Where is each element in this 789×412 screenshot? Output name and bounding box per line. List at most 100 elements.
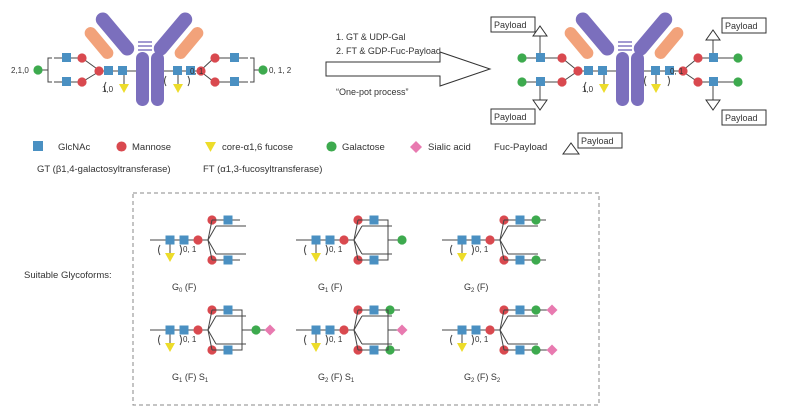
sialic-acid-icon [264, 324, 276, 336]
glcnac-icon [515, 305, 525, 315]
fucose-icon [311, 343, 321, 352]
mannose-icon [193, 325, 203, 335]
right-antibody [564, 12, 684, 106]
glcnac-icon [33, 141, 43, 151]
mannose-icon [485, 325, 495, 335]
mannose-icon [485, 235, 495, 245]
reaction-arrow [325, 51, 492, 87]
legend-sialic: Sialic acid [428, 142, 471, 153]
glcnac-icon [179, 325, 189, 335]
fucose-count-label: 0, 1 [475, 245, 489, 254]
payload-tag: Payload [725, 113, 758, 123]
glcnac-icon [369, 255, 379, 265]
payload-tag: Payload [494, 20, 527, 30]
galactose-icon [531, 255, 541, 265]
fc-left [136, 52, 149, 106]
glcnac-icon [325, 325, 335, 335]
glcnac-icon [179, 235, 189, 245]
fuc-payload-icon [532, 99, 548, 111]
sialic-acid-icon [546, 304, 558, 316]
mannose-icon [339, 325, 349, 335]
glcnac-icon [471, 235, 481, 245]
sialic-acid-icon [546, 344, 558, 356]
legend-galactose: Galactose [342, 142, 385, 153]
legend-fuc-payload: Fuc-Payload [494, 142, 547, 153]
left-antibody [84, 12, 204, 106]
fucose-count-label: 0, 1 [329, 335, 343, 344]
mannose-icon [339, 235, 349, 245]
legend-glcnac: GlcNAc [58, 142, 90, 153]
fucose-count-label: 0, 1 [329, 245, 343, 254]
glcnac-icon [223, 255, 233, 265]
light-chain-left [84, 27, 114, 59]
glycoform-label: G1 (F) [318, 282, 342, 294]
left-sub-label: 2,1,0 [11, 66, 29, 75]
glcnac-icon [311, 325, 321, 335]
glcnac-icon [369, 345, 379, 355]
legend-ft: FT (α1,3-fucosyltransferase) [203, 164, 322, 175]
fuc-right-label-right: 0, 1 [670, 67, 684, 76]
fuc-right-label: 0, 1 [190, 67, 204, 76]
legend-payload-tag: Payload [581, 136, 614, 146]
glcnac-icon [457, 235, 467, 245]
fuc-payload-icon [532, 25, 548, 37]
fc-right [151, 52, 164, 106]
fucose-icon [457, 253, 467, 262]
galactose-icon [531, 345, 541, 355]
mannose-icon [116, 141, 127, 152]
glcnac-icon [223, 305, 233, 315]
payload-tag: Payload [725, 21, 758, 31]
payload-tag: Payload [494, 112, 527, 122]
fuc-left-label: 1,0 [102, 85, 114, 94]
glycoforms-box [132, 192, 600, 406]
reaction-step-2: 2. FT & GDP-Fuc-Payload [336, 46, 441, 56]
legend-fucose: core-α1,6 fucose [222, 142, 293, 153]
glcnac-icon [369, 215, 379, 225]
galactose-icon [531, 215, 541, 225]
fucose-icon [311, 253, 321, 262]
fucose-icon [205, 142, 216, 152]
fucose-count-label: 0, 1 [475, 335, 489, 344]
glycoforms-layer: 0, 1 G0 (F) 0, 1 G1 (F) 0, 1 G2 (F) 0, 1 G1 (F)… [150, 215, 558, 384]
fucose-icon [165, 343, 175, 352]
glcnac-icon [165, 235, 175, 245]
glycoform-label: G0 (F) [172, 282, 196, 294]
mannose-icon [193, 235, 203, 245]
glcnac-icon [515, 255, 525, 265]
glycoform-label: G2 (F) S1 [318, 372, 355, 384]
heavy-chain-arm-left [95, 12, 135, 56]
legend-mannose: Mannose [132, 142, 171, 153]
fucose-count-label: 0, 1 [183, 335, 197, 344]
one-pot-note: “One-pot process” [336, 87, 409, 97]
fuc-payload-icon [562, 142, 580, 155]
galactose-icon [251, 325, 261, 335]
sialic-acid-icon [396, 324, 408, 336]
glcnac-icon [515, 215, 525, 225]
glcnac-icon [471, 325, 481, 335]
heavy-chain-arm-right [153, 12, 193, 56]
glcnac-icon [223, 345, 233, 355]
legend-gt: GT (β1,4-galactosyltransferase) [37, 164, 171, 175]
sialic-acid-icon [410, 141, 422, 153]
legend: GlcNAc Mannose core-α1,6 fucose Galactos… [33, 132, 623, 175]
glcnac-icon [325, 235, 335, 245]
reaction-step-1: 1. GT & UDP-Gal [336, 32, 405, 42]
glcnac-icon [311, 235, 321, 245]
glycoform-label: G1 (F) S1 [172, 372, 209, 384]
glycoforms-title: Suitable Glycoforms: [24, 270, 112, 281]
glcnac-icon [369, 305, 379, 315]
glcnac-icon [515, 345, 525, 355]
fuc-left-label-right: 1,0 [582, 85, 594, 94]
galactose-icon [326, 141, 337, 152]
galactose-icon [33, 65, 43, 75]
galactose-icon [531, 305, 541, 315]
fucose-icon [457, 343, 467, 352]
galactose-icon [397, 235, 407, 245]
glycoform-label: G2 (F) S2 [464, 372, 501, 384]
glcnac-icon [223, 215, 233, 225]
glcnac-icon [457, 325, 467, 335]
right-sub-label: 0, 1, 2 [269, 66, 292, 75]
glycoform-label: G2 (F) [464, 282, 488, 294]
fucose-count-label: 0, 1 [183, 245, 197, 254]
